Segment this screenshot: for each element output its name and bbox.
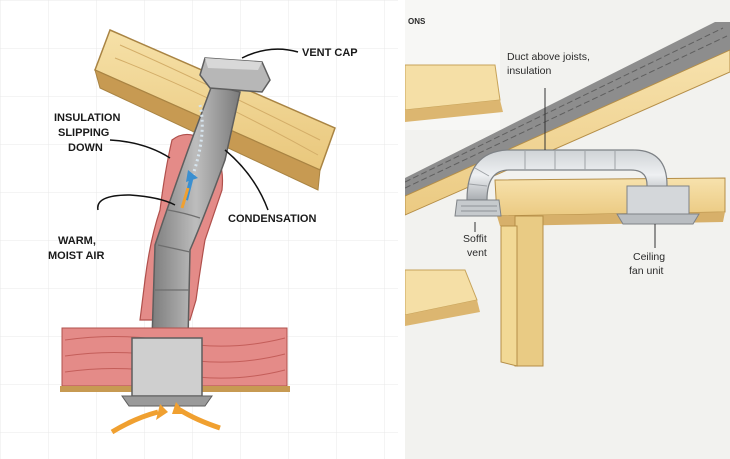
leader-lines <box>97 48 299 211</box>
label-soffit-line2: vent <box>467 247 487 259</box>
label-insulation-line3: DOWN <box>68 142 103 154</box>
left-diagram-panel: VENT CAP INSULATION SLIPPING DOWN CONDEN… <box>0 0 398 459</box>
label-duct-line1: Duct above joists, <box>507 51 590 63</box>
right-diagram-panel: ONS <box>405 0 730 459</box>
duct <box>466 149 668 201</box>
label-fan-line1: Ceiling <box>633 251 665 263</box>
background-rafters <box>405 64 503 326</box>
label-warm-line1: WARM, <box>58 235 96 247</box>
left-diagram: VENT CAP INSULATION SLIPPING DOWN CONDEN… <box>0 0 398 459</box>
label-vent-cap: VENT CAP <box>302 47 358 59</box>
corner-fragment-text: ONS <box>408 17 426 26</box>
warm-air-arrow-inner <box>180 187 190 209</box>
leader-lines <box>474 88 656 248</box>
label-condensation: CONDENSATION <box>228 213 316 225</box>
right-diagram: ONS <box>405 0 730 459</box>
fan-housing <box>121 337 213 407</box>
label-insulation-line1: INSULATION <box>54 112 120 124</box>
label-soffit-line1: Soffit <box>463 233 487 245</box>
label-duct-line2: insulation <box>507 65 552 77</box>
exterior-wall <box>500 215 544 367</box>
label-warm-line2: MOIST AIR <box>48 250 104 262</box>
soffit-vent <box>454 199 502 217</box>
label-insulation-line2: SLIPPING <box>58 127 109 139</box>
vent-cap <box>199 57 271 93</box>
moist-air-arrowhead <box>186 170 198 182</box>
ceiling-fan-unit <box>616 185 700 225</box>
label-fan-line2: fan unit <box>629 265 664 277</box>
warm-air-arrows <box>110 402 221 435</box>
